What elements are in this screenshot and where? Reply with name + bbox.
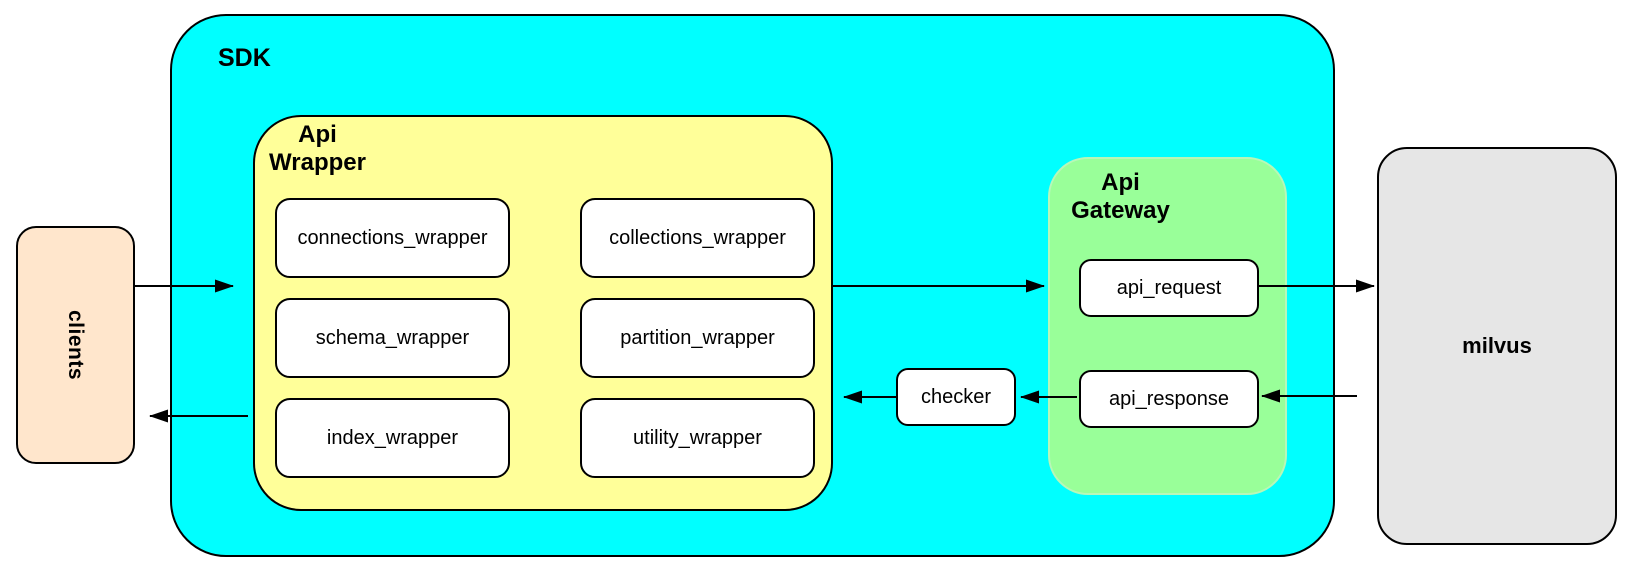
connections-wrapper-node: connections_wrapper	[275, 198, 510, 278]
clients-label: clients	[64, 309, 88, 381]
index-wrapper-node: index_wrapper	[275, 398, 510, 478]
collections-wrapper-node: collections_wrapper	[580, 198, 815, 278]
api-request-node: api_request	[1079, 259, 1259, 317]
utility-wrapper-node: utility_wrapper	[580, 398, 815, 478]
api-response-node: api_response	[1079, 370, 1259, 428]
api-gateway-label: Api Gateway	[1071, 169, 1170, 224]
clients-node: clients	[16, 226, 135, 464]
partition-wrapper-node: partition_wrapper	[580, 298, 815, 378]
api-gateway-container: Api Gateway api_request api_response	[1048, 157, 1287, 495]
sdk-label: SDK	[218, 44, 271, 72]
api-wrapper-label: Api Wrapper	[269, 121, 366, 176]
api-wrapper-container: Api Wrapper connections_wrapper collecti…	[253, 115, 833, 511]
milvus-label: milvus	[1462, 333, 1532, 358]
checker-node: checker	[896, 368, 1016, 426]
schema-wrapper-node: schema_wrapper	[275, 298, 510, 378]
milvus-node: milvus	[1377, 147, 1617, 545]
